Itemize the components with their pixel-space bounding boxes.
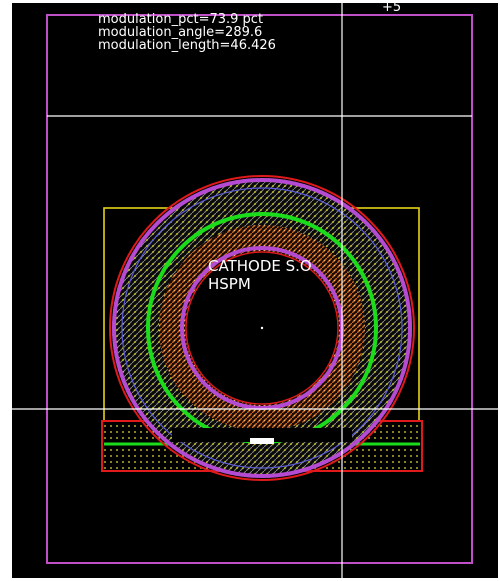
inner-red-ring bbox=[185, 251, 339, 405]
hud-modulation-length: modulation_length=46.426 bbox=[98, 38, 276, 53]
ring-gap bbox=[172, 428, 352, 442]
outer-blue-outline bbox=[121, 187, 403, 469]
hud-modulation-angle: modulation_angle=289.6 bbox=[98, 25, 262, 40]
layout-drawing[interactable]: modulation_pct=73.9 pct modulation_angle… bbox=[12, 3, 498, 578]
layout-canvas[interactable]: modulation_pct=73.9 pct modulation_angle… bbox=[12, 3, 498, 578]
outer-purple-outline bbox=[112, 178, 412, 478]
hud-modulation-pct: modulation_pct=73.9 pct bbox=[98, 12, 263, 27]
outer-ring bbox=[111, 178, 412, 478]
magenta-frame bbox=[46, 14, 473, 564]
center-point bbox=[260, 326, 264, 330]
outer-red-outline bbox=[109, 175, 415, 481]
corner-marker: +5 bbox=[382, 3, 401, 15]
hspm-label: HSPM bbox=[208, 275, 251, 293]
cathode-label: CATHODE S.O bbox=[208, 257, 312, 275]
bottom-contact bbox=[250, 438, 274, 444]
